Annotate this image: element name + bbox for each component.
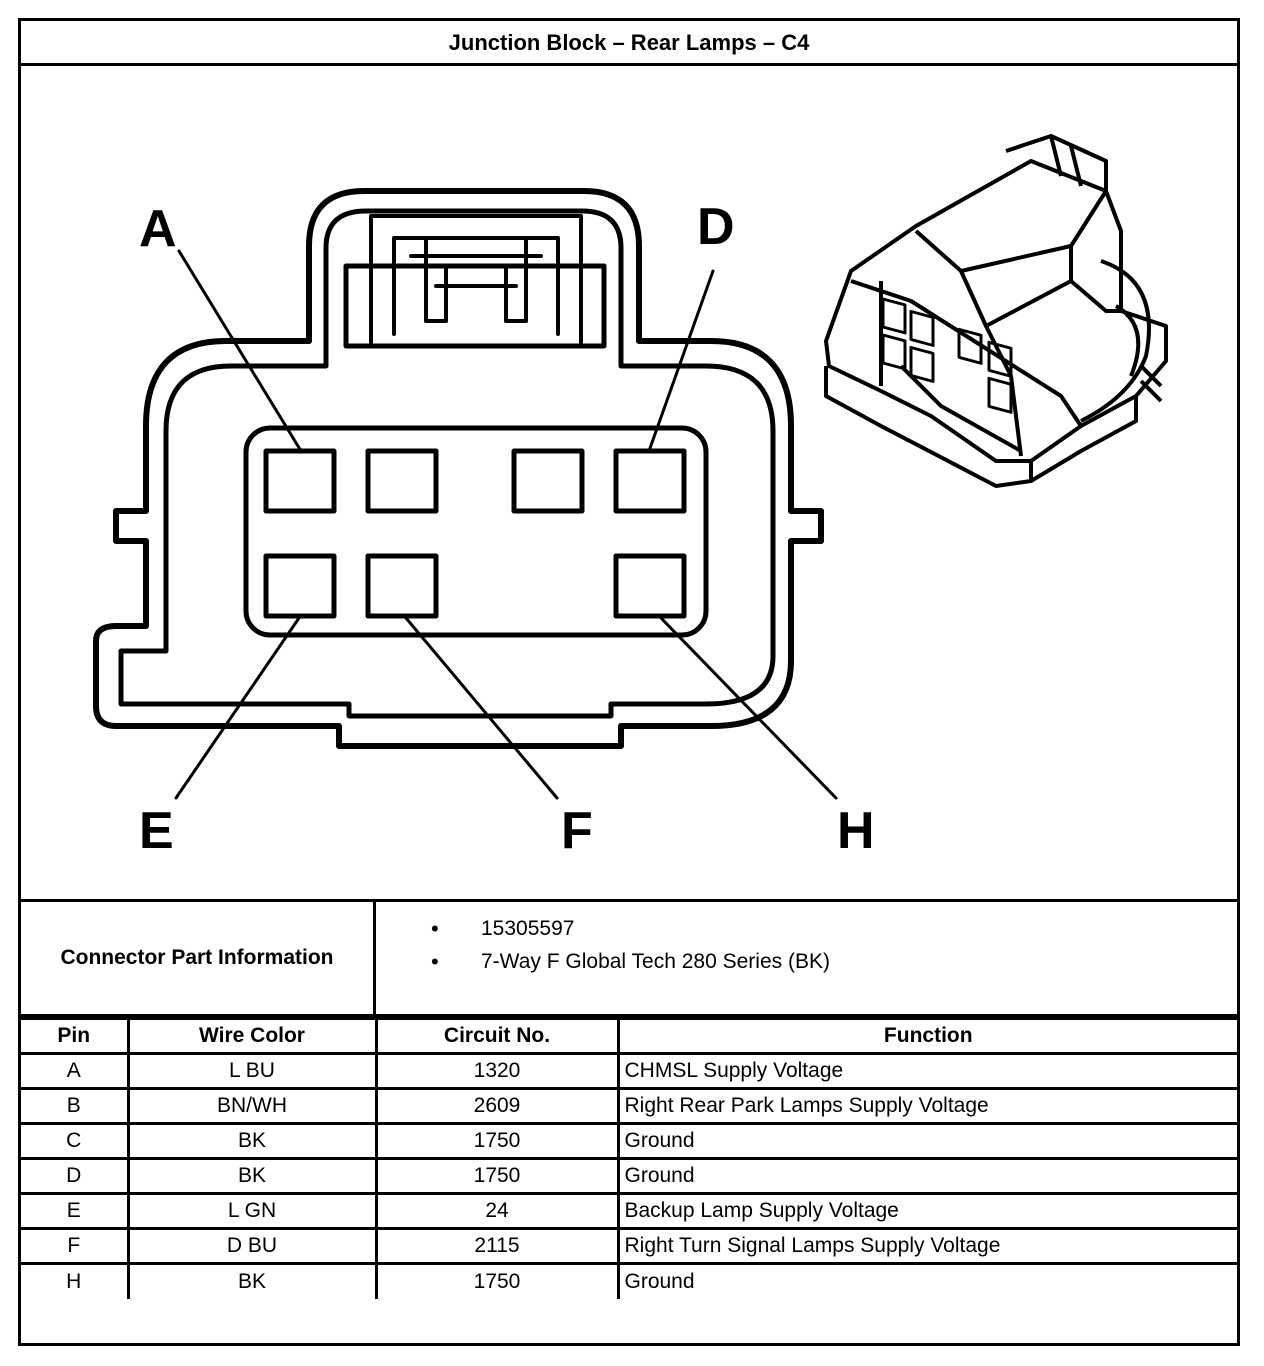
pin-label-E: E — [139, 802, 174, 860]
cavity-H — [613, 553, 687, 619]
cell-function: Backup Lamp Supply Voltage — [616, 1192, 1237, 1230]
cell-circuit: 2115 — [374, 1227, 620, 1265]
pin-label-H: H — [837, 802, 875, 860]
cavity-block — [243, 425, 709, 638]
cell-wire-color: BK — [126, 1122, 378, 1160]
table-row: H BK 1750 Ground — [21, 1262, 1237, 1299]
header-circuit-no: Circuit No. — [374, 1017, 620, 1055]
connector-sheet: Junction Block – Rear Lamps – C4 — [18, 18, 1240, 1346]
connector-3d-view — [824, 134, 1168, 488]
cell-function: Ground — [616, 1262, 1237, 1299]
cell-pin: H — [21, 1262, 130, 1299]
pin-label-A: A — [139, 200, 177, 258]
housing-inner-outline — [118, 208, 776, 719]
cavity-C — [511, 448, 585, 514]
housing-outer-outline — [93, 188, 824, 749]
cell-pin: B — [21, 1087, 130, 1125]
bullet-icon: • — [431, 916, 439, 941]
leader-line-E — [174, 616, 301, 800]
cell-circuit: 1750 — [374, 1122, 620, 1160]
connector-diagram: A D E F H — [21, 66, 1237, 899]
latch-frame — [343, 263, 607, 349]
header-pin: Pin — [21, 1017, 130, 1055]
leader-line-D — [647, 269, 715, 453]
latch-arms — [392, 236, 560, 336]
cell-function: Ground — [616, 1157, 1237, 1195]
connector-part-info-list: •15305597 •7-Way F Global Tech 280 Serie… — [376, 902, 1237, 1014]
cell-function: Right Turn Signal Lamps Supply Voltage — [616, 1227, 1237, 1265]
cell-pin: F — [21, 1227, 130, 1265]
table-row: B BN/WH 2609 Right Rear Park Lamps Suppl… — [21, 1087, 1237, 1125]
cell-function: CHMSL Supply Voltage — [616, 1052, 1237, 1090]
cell-circuit: 1750 — [374, 1157, 620, 1195]
header-wire-color: Wire Color — [126, 1017, 378, 1055]
pin-label-D: D — [697, 198, 735, 256]
cell-wire-color: D BU — [126, 1227, 378, 1265]
leader-line-H — [659, 616, 838, 800]
cell-function: Ground — [616, 1122, 1237, 1160]
part-info-item: •15305597 — [376, 912, 1237, 945]
latch-outer — [369, 214, 583, 348]
cell-wire-color: BK — [126, 1262, 378, 1299]
cavity-A — [263, 448, 337, 514]
cell-wire-color: L BU — [126, 1052, 378, 1090]
connector-part-info: Connector Part Information •15305597 •7-… — [21, 899, 1237, 1017]
table-row: A L BU 1320 CHMSL Supply Voltage — [21, 1052, 1237, 1090]
connector-part-info-label: Connector Part Information — [21, 902, 376, 1014]
cavity-D — [613, 448, 687, 514]
pin-table-header: Pin Wire Color Circuit No. Function — [21, 1017, 1237, 1055]
cavity-E — [263, 553, 337, 619]
cell-wire-color: BK — [126, 1157, 378, 1195]
cavity-B — [365, 448, 439, 514]
leader-line-F — [404, 616, 559, 800]
leader-line-A — [177, 249, 303, 453]
cell-circuit: 24 — [374, 1192, 620, 1230]
cell-pin: C — [21, 1122, 130, 1160]
pin-label-F: F — [561, 802, 593, 860]
cell-wire-color: BN/WH — [126, 1087, 378, 1125]
cell-circuit: 1750 — [374, 1262, 620, 1299]
table-row: D BK 1750 Ground — [21, 1157, 1237, 1195]
cell-circuit: 1320 — [374, 1052, 620, 1090]
cell-pin: E — [21, 1192, 130, 1230]
part-info-item: •7-Way F Global Tech 280 Series (BK) — [376, 945, 1237, 978]
bullet-icon: • — [431, 949, 439, 974]
cavity-F — [365, 553, 439, 619]
cell-circuit: 2609 — [374, 1087, 620, 1125]
connector-drawing: A D E F H — [93, 134, 1168, 860]
cell-pin: D — [21, 1157, 130, 1195]
cell-wire-color: L GN — [126, 1192, 378, 1230]
table-row: F D BU 2115 Right Turn Signal Lamps Supp… — [21, 1227, 1237, 1265]
table-row: C BK 1750 Ground — [21, 1122, 1237, 1160]
cell-pin: A — [21, 1052, 130, 1090]
pin-table: Pin Wire Color Circuit No. Function A L … — [21, 1017, 1237, 1299]
header-function: Function — [616, 1017, 1237, 1055]
diagram-title: Junction Block – Rear Lamps – C4 — [21, 21, 1237, 66]
table-row: E L GN 24 Backup Lamp Supply Voltage — [21, 1192, 1237, 1230]
cell-function: Right Rear Park Lamps Supply Voltage — [616, 1087, 1237, 1125]
